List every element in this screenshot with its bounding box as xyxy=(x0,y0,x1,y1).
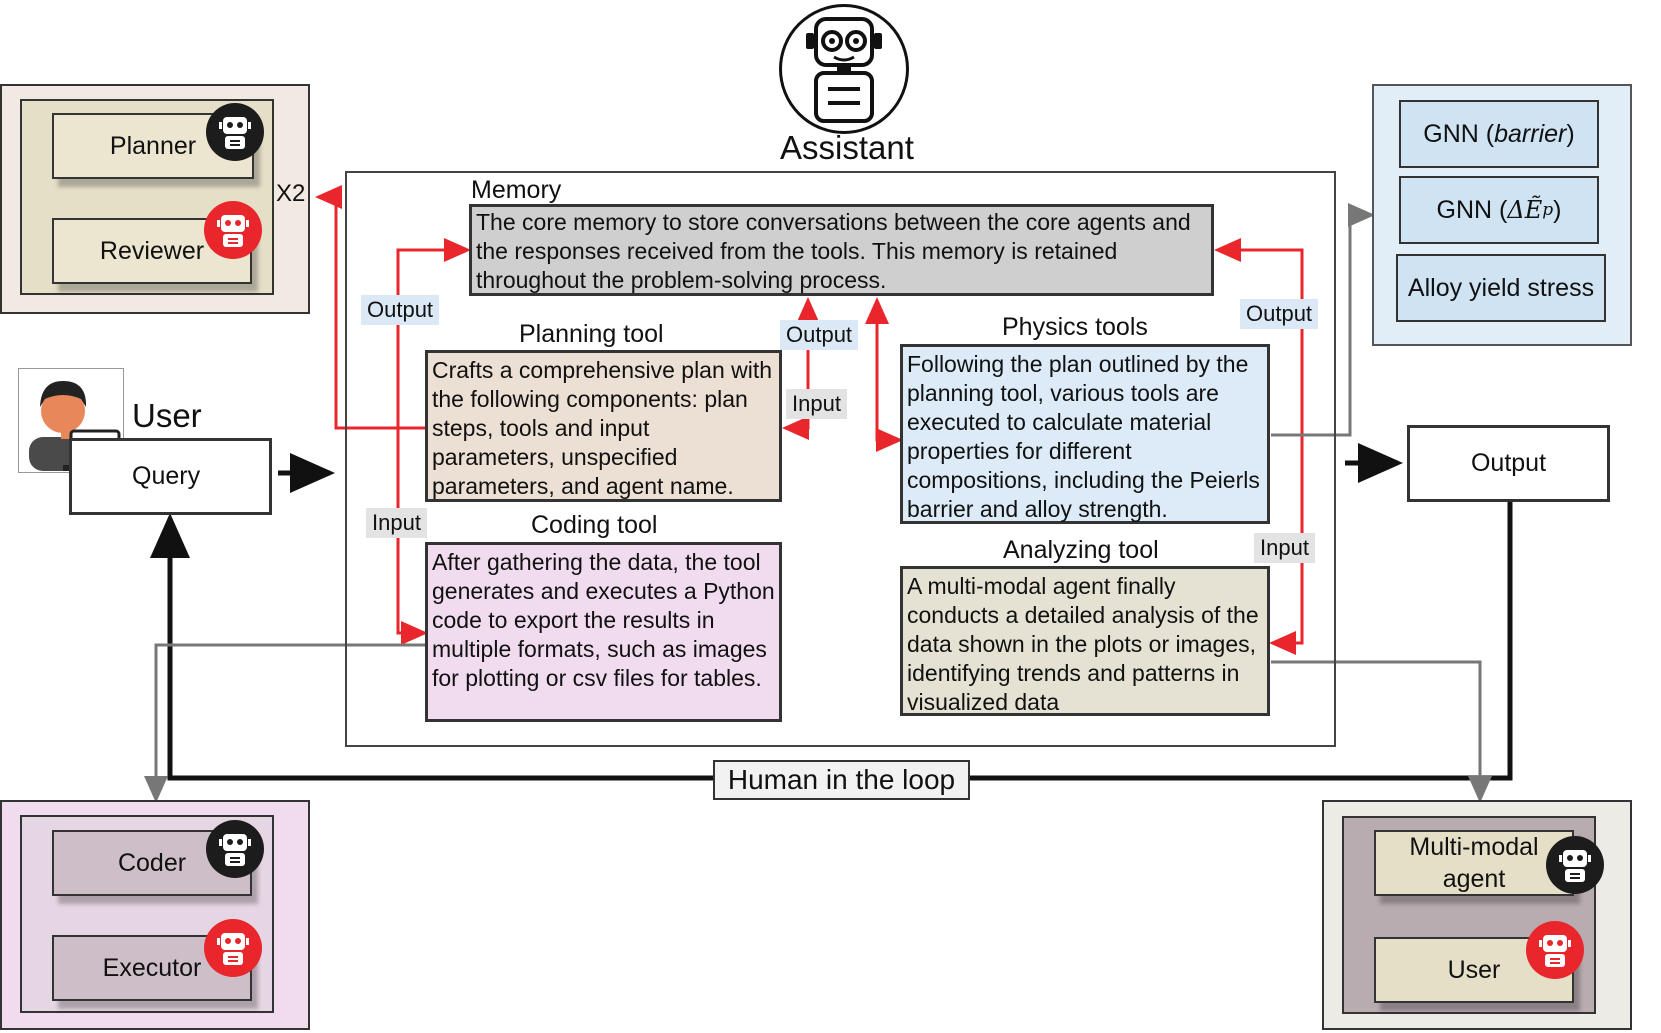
physics-box: Following the plan outlined by the plann… xyxy=(900,344,1270,524)
hitl-text: Human in the loop xyxy=(727,764,956,795)
alloy-yield-label: Alloy yield stress xyxy=(1407,273,1595,302)
analyzing-text: A multi-modal agent finally conducts a d… xyxy=(907,573,1259,715)
planner-robot-icon xyxy=(206,103,264,161)
analyzing-title: Analyzing tool xyxy=(1003,536,1159,564)
gnn-barrier-suffix: ) xyxy=(1566,119,1575,148)
reviewer-label: Reviewer xyxy=(99,236,205,265)
coder-label: Coder xyxy=(117,848,187,877)
gnn-ep-sub: p xyxy=(1542,200,1554,220)
gnn-barrier-prefix: GNN ( xyxy=(1423,119,1495,148)
physics-title: Physics tools xyxy=(1002,313,1148,341)
output-tag-center: Output xyxy=(780,320,859,350)
output-tag-left: Output xyxy=(361,295,440,325)
memory-text: The core memory to store conversations b… xyxy=(476,209,1191,293)
coder-robot-icon xyxy=(206,820,264,878)
gnn-ep-prefix: GNN ( xyxy=(1436,195,1508,224)
input-tag-left: Input xyxy=(366,508,427,538)
gnn-ep-suffix: ) xyxy=(1553,195,1562,224)
gnn-barrier-italic: barrier xyxy=(1494,119,1567,148)
query-label: Query xyxy=(132,462,201,490)
assistant-label: Assistant xyxy=(780,129,914,166)
gnn-ep-symbol: ΔẼ xyxy=(1507,196,1543,224)
coding-text: After gathering the data, the tool gener… xyxy=(432,549,775,691)
input-tag-right: Input xyxy=(1254,533,1315,563)
executor-robot-icon xyxy=(204,919,262,977)
reviewer-robot-icon xyxy=(204,201,262,259)
executor-label: Executor xyxy=(102,953,202,982)
human-in-the-loop-label: Human in the loop xyxy=(713,760,970,800)
user-avatar-icon xyxy=(18,368,125,473)
multimodal-agent-label: Multi-modal agent xyxy=(1409,833,1539,893)
gnn-barrier-box: GNN (barrier) xyxy=(1399,100,1599,168)
planning-title: Planning tool xyxy=(519,320,664,348)
memory-box: The core memory to store conversations b… xyxy=(469,204,1214,296)
repeat-label: X2 xyxy=(276,180,306,207)
user-label: User xyxy=(132,397,202,434)
output-box[interactable]: Output xyxy=(1407,425,1610,502)
alloy-yield-box: Alloy yield stress xyxy=(1396,254,1606,322)
assistant-panel xyxy=(345,171,1336,747)
planner-label: Planner xyxy=(109,131,197,160)
input-tag-center: Input xyxy=(786,389,847,419)
query-box[interactable]: Query xyxy=(69,438,272,515)
planning-text: Crafts a comprehensive plan with the fol… xyxy=(432,357,773,499)
output-tag-right: Output xyxy=(1240,299,1319,329)
multimodal-agent-box: Multi-modal agent xyxy=(1374,830,1574,896)
mm-user-robot-icon xyxy=(1526,921,1584,979)
coding-box: After gathering the data, the tool gener… xyxy=(425,542,782,722)
multimodal-robot-icon xyxy=(1546,836,1604,894)
mm-user-label: User xyxy=(1447,955,1501,984)
assistant-robot-icon xyxy=(779,4,909,134)
coding-title: Coding tool xyxy=(531,511,658,539)
output-label: Output xyxy=(1470,449,1547,477)
physics-text: Following the plan outlined by the plann… xyxy=(907,351,1260,522)
planning-box: Crafts a comprehensive plan with the fol… xyxy=(425,350,782,502)
memory-title: Memory xyxy=(471,176,562,204)
analyzing-box: A multi-modal agent finally conducts a d… xyxy=(900,566,1270,716)
